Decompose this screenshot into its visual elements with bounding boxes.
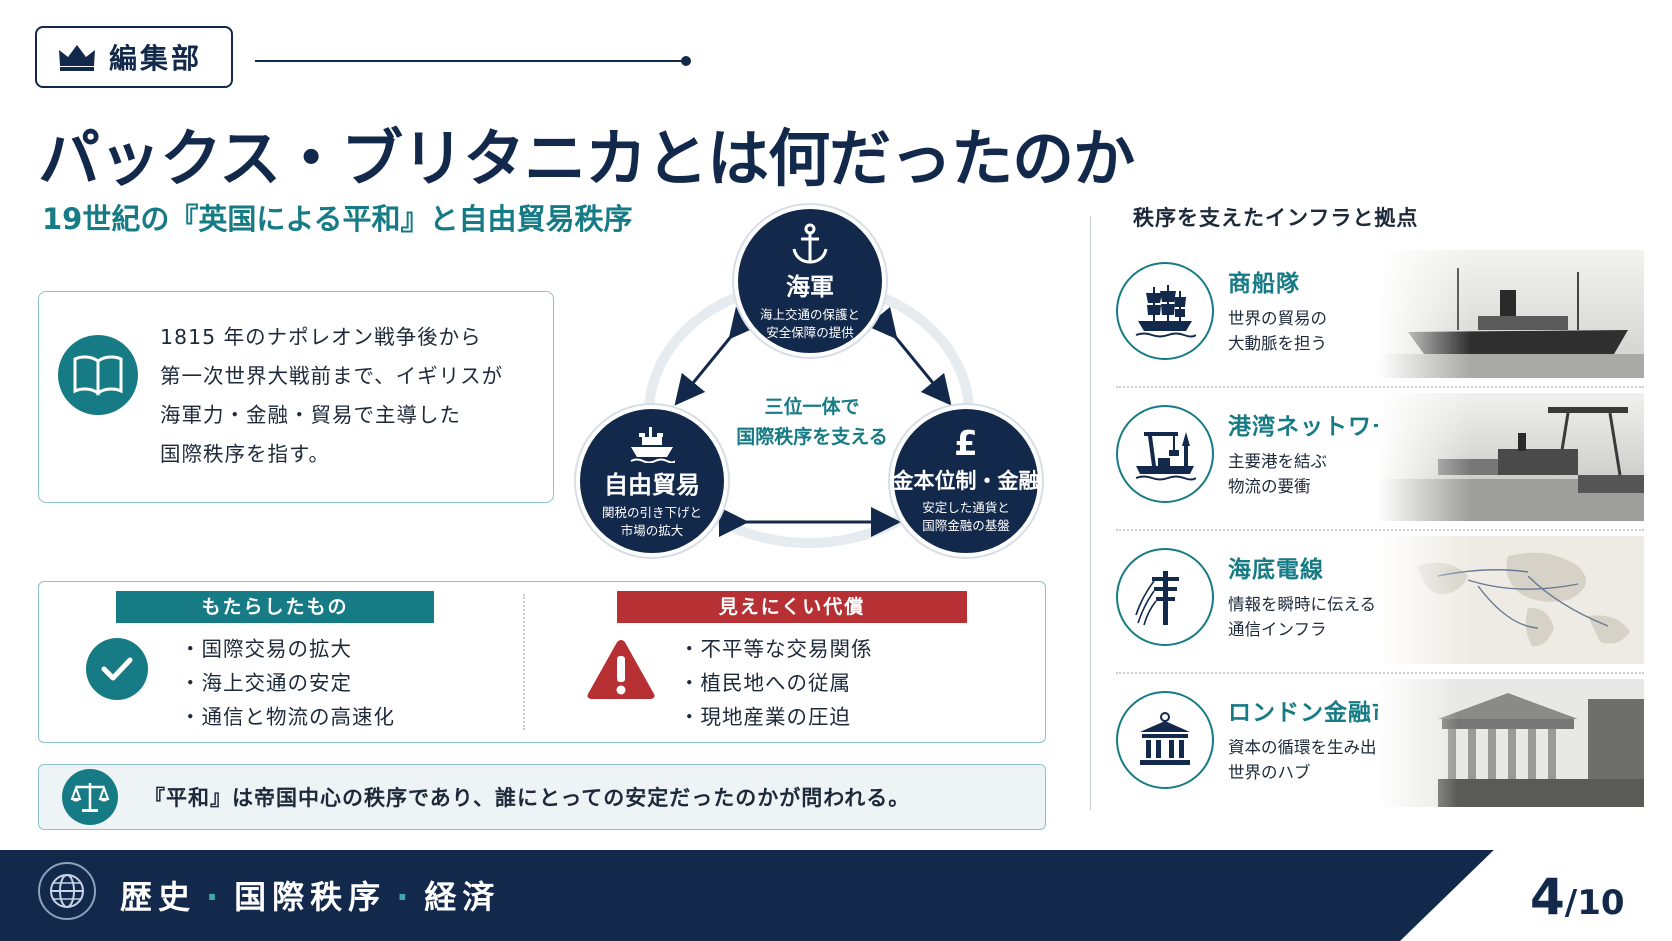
port-crane-icon — [1116, 405, 1214, 503]
arrow-navy-trade — [674, 306, 760, 406]
benefits-list: 国際交易の拡大 海上交通の安定 通信と物流の高速化 — [180, 632, 395, 734]
footer-tag: 歴史 — [120, 878, 197, 916]
diagram-center-caption: 三位一体で 国際秩序を支える — [712, 392, 912, 452]
book-icon — [58, 335, 138, 415]
cable-map-photo — [1378, 536, 1644, 664]
benefits-header: もたらしたもの — [116, 591, 434, 623]
harbor-photo — [1378, 393, 1644, 521]
footer-tags: 歴史·国際秩序·経済 — [120, 872, 500, 918]
column-divider — [1090, 216, 1091, 810]
footer-tag: 経済 — [424, 878, 501, 916]
ship-icon — [1116, 262, 1214, 360]
editorial-badge: 編集部 — [35, 26, 233, 88]
infra-desc-line: 主要港を結ぶ — [1228, 452, 1327, 471]
telegraph-pole-icon — [1116, 548, 1214, 646]
arrow-navy-gold — [866, 306, 952, 406]
node-navy-desc-line: 安全保障の提供 — [766, 325, 854, 340]
badge-label: 編集部 — [109, 42, 203, 75]
infra-header: 秩序を支えたインフラと拠点 — [1133, 206, 1419, 230]
infra-desc-line: 大動脈を担う — [1228, 334, 1327, 353]
pound-icon: £ — [954, 424, 978, 464]
list-item: 国際交易の拡大 — [180, 632, 395, 666]
node-gold-standard-desc-line: 安定した通貨と — [922, 500, 1010, 515]
list-item: 海上交通の安定 — [180, 666, 395, 700]
infra-title: 商船隊 — [1228, 271, 1300, 297]
footer-tag-separator: · — [396, 878, 415, 916]
costs-header: 見えにくい代償 — [617, 591, 967, 623]
footer-bar — [0, 850, 1672, 941]
check-icon — [86, 638, 148, 700]
warning-icon — [587, 640, 655, 699]
infra-title: 海底電線 — [1228, 557, 1324, 583]
node-navy-desc-line: 海上交通の保護と — [759, 307, 860, 322]
diagram-arrows — [674, 306, 952, 537]
diagram-center-line: 三位一体で — [764, 396, 860, 418]
header-rule — [255, 60, 685, 62]
definition-line: 国際秩序を指す。 — [160, 442, 330, 466]
definition-line: 海軍力・金融・貿易で主導した — [160, 403, 461, 427]
infra-desc-line: 通信インフラ — [1228, 620, 1327, 639]
infra-desc-line: 物流の要衝 — [1228, 477, 1311, 496]
node-navy: 海軍 海上交通の保護と 安全保障の提供 — [734, 205, 886, 357]
node-gold-standard-desc-line: 国際金融の基盤 — [922, 518, 1010, 533]
costs-list: 不平等な交易関係 植民地への従属 現地産業の圧迫 — [679, 632, 873, 734]
page-number: 4/10 — [1530, 868, 1625, 926]
list-item: 植民地への従属 — [679, 666, 873, 700]
infra-desc: 世界の貿易の 大動脈を担う — [1228, 306, 1327, 356]
bank-icon — [1116, 691, 1214, 789]
footer-tag: 国際秩序 — [234, 878, 387, 916]
diagram-center-line: 国際秩序を支える — [736, 426, 888, 448]
infra-separator — [1116, 386, 1644, 388]
crown-icon — [59, 45, 95, 71]
infra-desc-line: 資本の循環を生み出す — [1228, 738, 1393, 757]
definition-line: 1815 年のナポレオン戦争後から — [160, 325, 482, 349]
infra-item-port-network: 港湾ネットワーク 主要港を結ぶ 物流の要衝 — [1116, 393, 1644, 523]
anchor-icon — [792, 223, 828, 264]
scale-icon — [62, 769, 118, 825]
london-bank-photo — [1378, 679, 1644, 807]
definition-line: 第一次世界大戦前まで、イギリスが — [160, 364, 504, 388]
node-free-trade: 自由貿易 関税の引き下げと 市場の拡大 — [576, 405, 728, 557]
infra-item-merchant-fleet: 商船隊 世界の貿易の 大動脈を担う — [1116, 250, 1644, 380]
infra-item-london-finance: ロンドン金融市場 資本の循環を生み出す 世界のハブ — [1116, 679, 1644, 809]
page-subtitle: 19世紀の『英国による平和』と自由貿易秩序 — [42, 202, 633, 236]
page-total: /10 — [1564, 883, 1625, 923]
infra-desc: 情報を瞬時に伝える 通信インフラ — [1228, 592, 1376, 642]
steamship-photo — [1378, 250, 1644, 378]
conclusion-text: 『平和』は帝国中心の秩序であり、誰にとっての安定だったのかが問われる。 — [144, 786, 911, 810]
infra-desc-line: 世界のハブ — [1228, 763, 1311, 782]
footer-tag-separator: · — [206, 878, 225, 916]
list-item: 不平等な交易関係 — [679, 632, 873, 666]
node-free-trade-desc: 関税の引き下げと 市場の拡大 — [602, 504, 702, 540]
node-free-trade-desc-line: 市場の拡大 — [620, 523, 684, 538]
header-rule-dot — [681, 56, 691, 66]
infra-desc-line: 情報を瞬時に伝える — [1228, 595, 1377, 614]
page-number-tab — [1400, 844, 1672, 941]
page-title: パックス・ブリタニカとは何だったのか — [38, 122, 1135, 195]
node-free-trade-title: 自由貿易 — [604, 471, 700, 499]
definition-text: 1815 年のナポレオン戦争後から 第一次世界大戦前まで、イギリスが 海軍力・金… — [160, 318, 540, 474]
node-navy-title: 海軍 — [786, 273, 834, 301]
benefits-costs-divider — [523, 594, 525, 730]
cargo-ship-icon — [630, 427, 675, 463]
node-navy-desc: 海上交通の保護と 安全保障の提供 — [760, 306, 860, 342]
infra-item-submarine-cable: 海底電線 情報を瞬時に伝える 通信インフラ — [1116, 536, 1644, 666]
infra-separator — [1116, 672, 1644, 674]
node-gold-standard-desc: 安定した通貨と 国際金融の基盤 — [922, 499, 1010, 535]
node-free-trade-desc-line: 関税の引き下げと — [601, 505, 702, 520]
list-item: 通信と物流の高速化 — [180, 700, 395, 734]
infra-desc: 主要港を結ぶ 物流の要衝 — [1228, 449, 1327, 499]
infra-desc-line: 世界の貿易の — [1228, 309, 1327, 328]
node-gold-standard-title: 金本位制・金融 — [892, 469, 1040, 493]
list-item: 現地産業の圧迫 — [679, 700, 873, 734]
page-current: 4 — [1530, 868, 1565, 926]
infra-desc: 資本の循環を生み出す 世界のハブ — [1228, 735, 1393, 785]
conclusion-note — [38, 764, 1046, 830]
infra-separator — [1116, 529, 1644, 531]
node-gold-standard: £ 金本位制・金融 安定した通貨と 国際金融の基盤 — [890, 405, 1042, 557]
globe-icon — [38, 862, 96, 920]
